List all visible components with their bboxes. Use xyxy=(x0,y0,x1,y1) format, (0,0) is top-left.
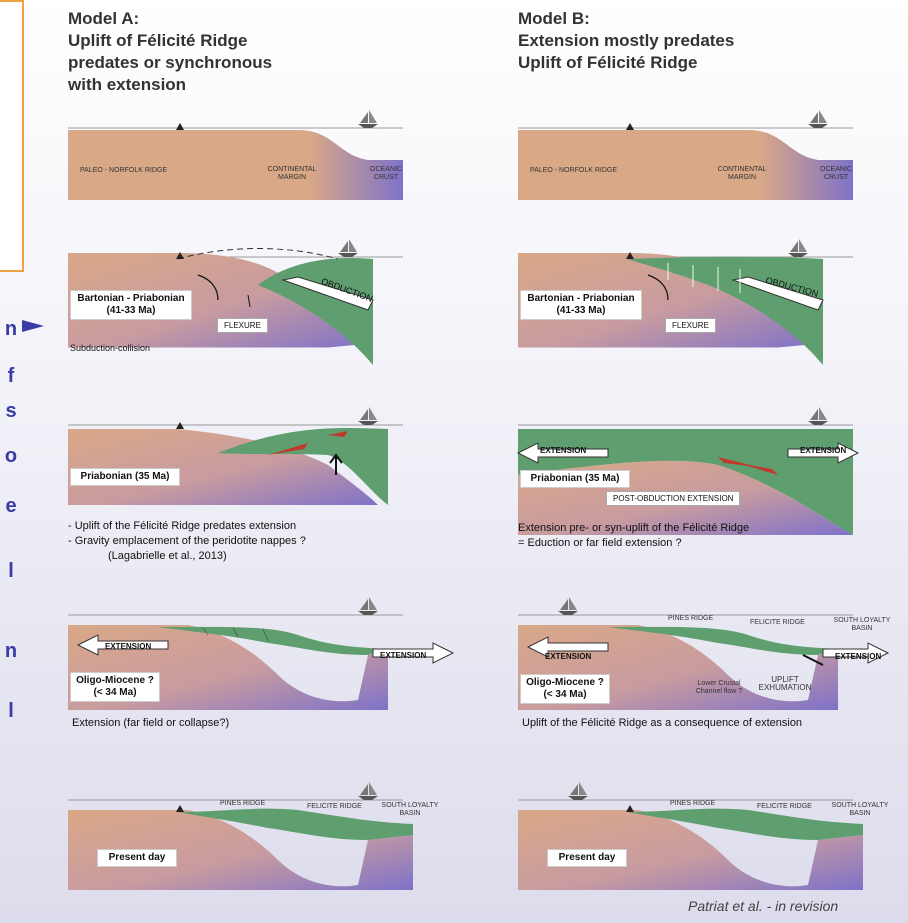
pointer-arrow-icon xyxy=(22,318,46,334)
ship-icon xyxy=(808,110,828,128)
label-oceanic-crust: OCEANIC CRUST xyxy=(820,166,852,182)
caption-a3-2: - Gravity emplacement of the peridotite … xyxy=(68,535,306,547)
caption-a3-3: (Lagabrielle et al., 2013) xyxy=(108,550,227,562)
side-letter: n xyxy=(2,640,20,663)
caption-b3-1: Extension pre- or syn-uplift of the Féli… xyxy=(518,522,749,534)
label-paleo-norfolk: PALEO - NORFOLK RIDGE xyxy=(80,167,167,175)
label-flexure: FLEXURE xyxy=(665,318,716,333)
label-south-loyalty: SOUTH LOYALTY BASIN xyxy=(832,617,892,633)
caption-a4: Extension (far field or collapse?) xyxy=(72,717,229,729)
side-letter: e xyxy=(2,495,20,518)
label-uplift-exhumation: UPLIFT EXHUMATION xyxy=(756,676,814,692)
side-letter: s xyxy=(2,400,20,423)
caption-a3-1: - Uplift of the Félicité Ridge predates … xyxy=(68,520,296,532)
ship-icon xyxy=(358,782,378,800)
ship-icon xyxy=(558,597,578,615)
label-present-day: Present day xyxy=(97,849,177,867)
label-extension-right: EXTENSION xyxy=(380,651,426,660)
label-bartonian: Bartonian - Priabonian (41-33 Ma) xyxy=(70,290,192,320)
label-extension-left: EXTENSION xyxy=(545,652,591,661)
label-lower-crustal: Lower Crustal Channel flow ? xyxy=(684,680,754,696)
label-subduction-collision: Subduction-collision xyxy=(70,343,150,353)
ship-icon xyxy=(808,407,828,425)
side-letter: o xyxy=(2,445,20,468)
ship-icon xyxy=(338,239,358,257)
label-extension-left: EXTENSION xyxy=(105,642,151,651)
panel-a3 xyxy=(68,405,403,515)
panel-a1 xyxy=(68,110,403,200)
ship-icon xyxy=(788,239,808,257)
label-felicite-ridge: FELICITE RIDGE xyxy=(750,619,805,627)
label-flexure: FLEXURE xyxy=(217,318,268,333)
panel-a5 xyxy=(68,780,403,890)
credit: Patriat et al. - in revision xyxy=(688,898,838,914)
label-bartonian: Bartonian - Priabonian (41-33 Ma) xyxy=(520,290,642,320)
label-continental-margin: CONTINENTAL MARGIN xyxy=(712,166,772,182)
model-b-title: Model B: Extension mostly predates Uplif… xyxy=(518,8,734,74)
ship-icon xyxy=(358,110,378,128)
label-felicite-ridge: FELICITE RIDGE xyxy=(757,803,812,811)
label-oligo: Oligo-Miocene ? (< 34 Ma) xyxy=(520,674,610,704)
label-priabonian: Priabonian (35 Ma) xyxy=(70,468,180,486)
label-oceanic-crust: OCEANIC CRUST xyxy=(370,166,402,182)
panel-b5 xyxy=(518,780,853,890)
caption-b4: Uplift of the Félicité Ridge as a conseq… xyxy=(522,717,802,729)
label-oligo: Oligo-Miocene ? (< 34 Ma) xyxy=(70,672,160,702)
side-letter: l xyxy=(2,560,20,583)
caption-b3-2: = Eduction or far field extension ? xyxy=(518,537,682,549)
label-pines-ridge: PINES RIDGE xyxy=(670,800,715,808)
model-a-title: Model A: Uplift of Félicité Ridge predat… xyxy=(68,8,272,96)
label-present-day: Present day xyxy=(547,849,627,867)
label-continental-margin: CONTINENTAL MARGIN xyxy=(262,166,322,182)
ship-icon xyxy=(568,782,588,800)
label-paleo-norfolk: PALEO - NORFOLK RIDGE xyxy=(530,167,617,175)
ship-icon xyxy=(358,597,378,615)
panel-b1 xyxy=(518,110,853,200)
side-letter: f xyxy=(2,365,20,388)
label-priabonian: Priabonian (35 Ma) xyxy=(520,470,630,488)
side-letter: l xyxy=(2,700,20,723)
label-south-loyalty: SOUTH LOYALTY BASIN xyxy=(380,802,440,818)
label-extension-right: EXTENSION xyxy=(800,446,846,455)
label-felicite-ridge: FELICITE RIDGE xyxy=(307,803,362,811)
label-extension-left: EXTENSION xyxy=(540,446,586,455)
ship-icon xyxy=(358,407,378,425)
label-south-loyalty: SOUTH LOYALTY BASIN xyxy=(830,802,890,818)
side-letter: n xyxy=(2,318,20,341)
label-pines-ridge: PINES RIDGE xyxy=(668,615,713,623)
label-post-obduction: POST-OBDUCTION EXTENSION xyxy=(606,491,740,506)
orange-frame xyxy=(0,0,24,272)
label-pines-ridge: PINES RIDGE xyxy=(220,800,265,808)
label-extension-right: EXTENSION xyxy=(835,652,881,661)
